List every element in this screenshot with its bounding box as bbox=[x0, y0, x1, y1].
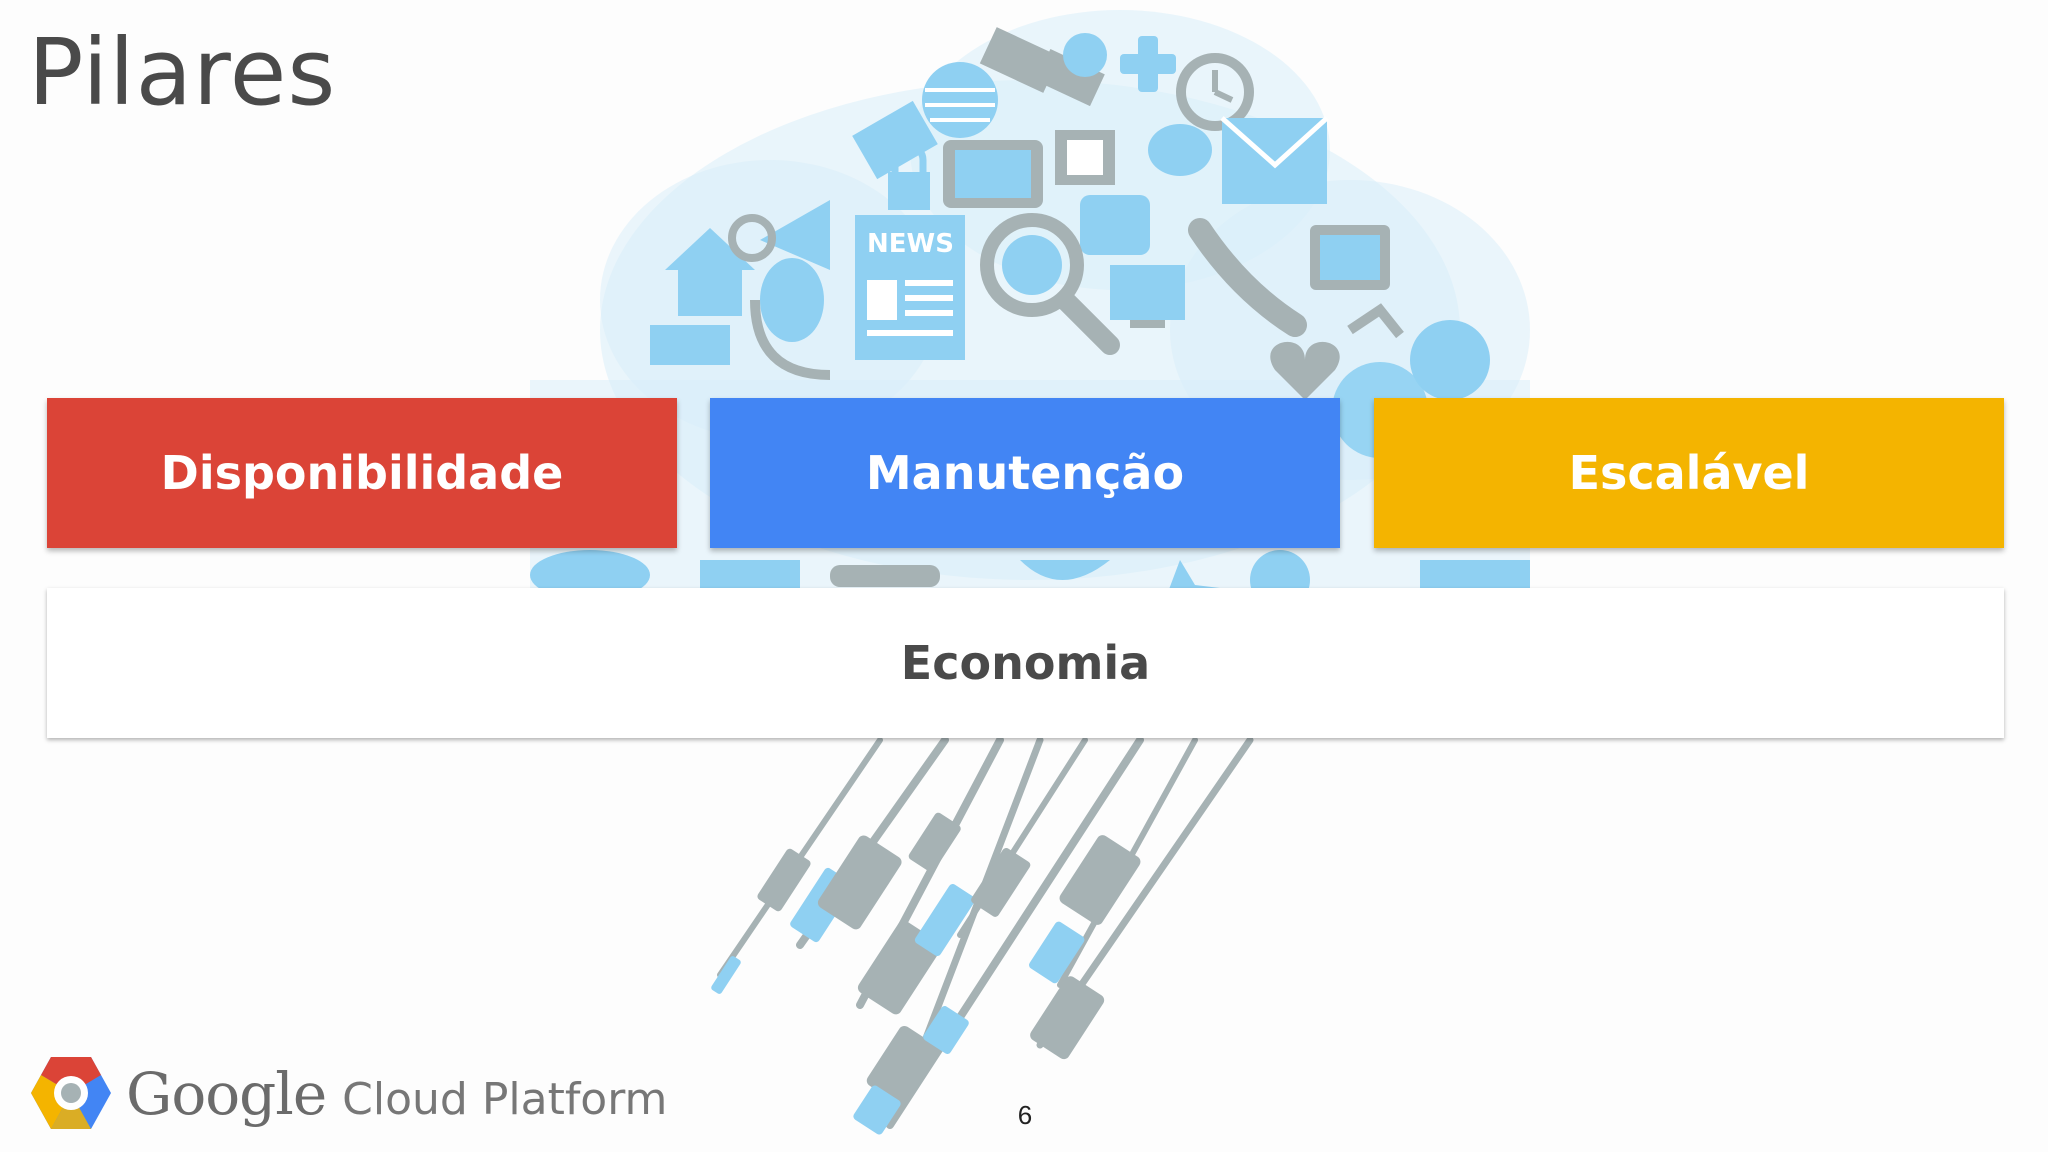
pillar-availability: Disponibilidade bbox=[47, 398, 677, 548]
brand-product: Cloud Platform bbox=[342, 1074, 668, 1125]
cable-connectors-icon bbox=[711, 736, 1254, 1135]
pillar-scalable: Escalável bbox=[1374, 398, 2004, 548]
google-cloud-logo-icon bbox=[31, 1057, 111, 1129]
news-label: NEWS bbox=[867, 229, 954, 259]
brand-google: Google bbox=[126, 1060, 327, 1128]
slide-title: Pilares bbox=[28, 19, 337, 126]
page-number: 6 bbox=[1017, 1100, 1033, 1130]
pillar-maintenance: Manutenção bbox=[710, 398, 1340, 548]
foundation-economy: Economia bbox=[47, 588, 2004, 738]
brand-wordmark: Google Cloud Platform bbox=[126, 1060, 667, 1128]
